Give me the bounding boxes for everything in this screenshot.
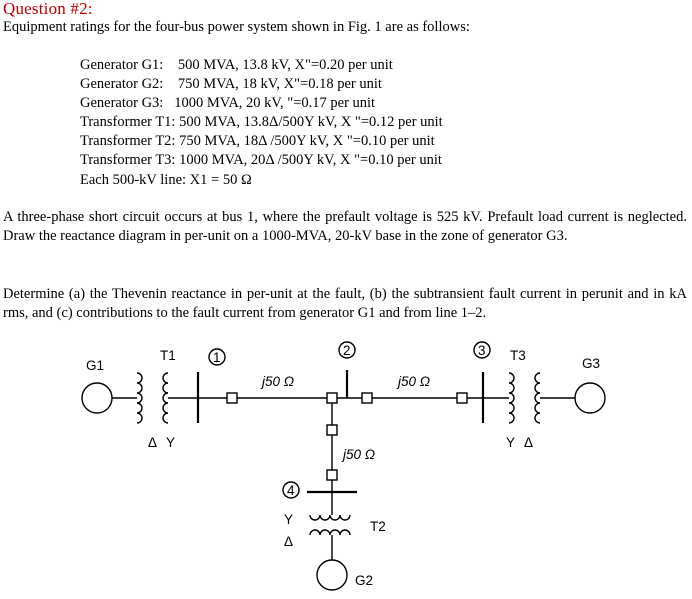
rating-value: 1000 MVA, 20 kV, "=0.17 per unit — [174, 95, 376, 112]
breaker-4 — [326, 469, 338, 481]
bus-4-number: 4 — [287, 483, 295, 498]
g2-label: G2 — [355, 573, 373, 588]
rating-t2: Transformer T2: 750 MVA, 18Δ /500Y kV, X… — [80, 132, 443, 151]
t3-primary-coil — [508, 372, 515, 424]
t3-wye-label: Y — [506, 435, 515, 450]
rating-value: 500 MVA, 13.8Δ/500Y kV, X "=0.12 per uni… — [179, 114, 443, 131]
rating-t3: Transformer T3: 1000 MVA, 20Δ /500Y kV, … — [80, 151, 443, 170]
breaker-2b — [361, 392, 373, 404]
rating-value: 500 MVA, 13.8 kV, X"=0.20 per unit — [177, 57, 393, 73]
rating-label: Each 500-kV line: — [80, 171, 187, 188]
one-line-diagram: G1 T1 Δ Y 1 j50 Ω 2 j50 Ω 3 T3 Y Δ G3 j5… — [81, 341, 606, 591]
generator-g1-symbol — [81, 382, 113, 414]
question-title: Question #2: — [3, 0, 93, 18]
line-1-2-impedance: j50 Ω — [260, 374, 294, 389]
rating-line: Each 500-kV line: X1 = 50 Ω — [80, 171, 443, 190]
rating-value: 750 MVA, 18 kV, X"=0.18 per unit — [177, 76, 382, 93]
t1-delta-label: Δ — [148, 435, 157, 450]
rating-value: 750 MVA, 18Δ /500Y kV, X "=0.10 per unit — [179, 133, 435, 150]
bus-1-marker — [208, 348, 226, 366]
generator-g2-symbol — [316, 559, 348, 591]
intro-text: Equipment ratings for the four-bus power… — [3, 19, 470, 35]
rating-label: Transformer T1: — [80, 114, 176, 131]
line-2-4-impedance: j50 Ω — [341, 447, 375, 462]
t2-wye-label: Y — [284, 512, 293, 527]
t2-secondary-coil — [309, 514, 351, 521]
g1-label: G1 — [86, 358, 104, 373]
bus-3-number: 3 — [478, 343, 486, 358]
t2-delta-label: Δ — [284, 534, 293, 549]
rating-label: Transformer T3: — [80, 152, 176, 169]
t2-primary-coil — [309, 529, 351, 536]
t2-label: T2 — [370, 519, 386, 534]
breaker-1 — [226, 392, 238, 404]
problem-paragraph-1: A three-phase short circuit occurs at bu… — [3, 209, 687, 244]
rating-value: X1 = 50 Ω — [189, 171, 252, 188]
line-2-3-impedance: j50 Ω — [396, 374, 430, 389]
t1-label: T1 — [160, 348, 176, 363]
rating-label: Generator G2: — [80, 76, 164, 93]
rating-g2: Generator G2: 750 MVA, 18 kV, X"=0.18 pe… — [80, 75, 443, 94]
breaker-3 — [456, 392, 468, 404]
rating-g3: Generator G3: 1000 MVA, 20 kV, "=0.17 pe… — [80, 94, 443, 113]
rating-value: 1000 MVA, 20Δ /500Y kV, X "=0.10 per uni… — [179, 152, 442, 169]
g3-label: G3 — [582, 356, 600, 371]
t1-secondary-coil — [162, 372, 169, 424]
t1-wye-label: Y — [166, 435, 175, 450]
rating-label: Transformer T2: — [80, 133, 176, 150]
rating-g1: Generator G1: 500 MVA, 13.8 kV, X"=0.20 … — [80, 56, 443, 75]
generator-g3-symbol — [574, 382, 606, 414]
bus-4-marker — [282, 481, 300, 499]
t3-label: T3 — [510, 348, 526, 363]
breaker-2c — [326, 424, 338, 436]
problem-paragraph-2: Determine (a) the Thevenin reactance in … — [3, 286, 687, 321]
t3-delta-label: Δ — [524, 435, 533, 450]
bus-1-number: 1 — [213, 350, 221, 365]
t1-primary-coil — [136, 372, 143, 424]
bus-2-number: 2 — [343, 343, 351, 358]
equipment-ratings: Generator G1: 500 MVA, 13.8 kV, X"=0.20 … — [80, 56, 443, 190]
rating-label: Generator G3: — [80, 95, 164, 112]
bus-3-marker — [473, 341, 491, 359]
breaker-2a — [326, 392, 338, 404]
rating-label: Generator G1: — [80, 57, 164, 73]
t3-secondary-coil — [534, 372, 541, 424]
bus-2-marker — [338, 341, 356, 359]
rating-t1: Transformer T1: 500 MVA, 13.8Δ/500Y kV, … — [80, 113, 443, 132]
